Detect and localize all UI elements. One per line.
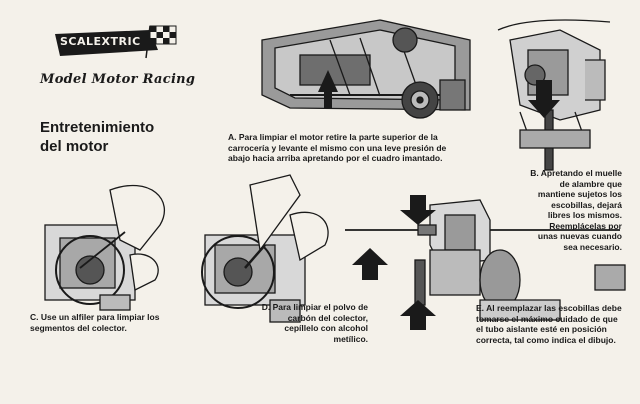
caption-e: E. Al reemplazar las escobillas debe tom… <box>476 303 622 345</box>
illustration-d-brush <box>201 174 329 323</box>
logo-badge <box>55 25 177 59</box>
page-title-line-1: Entretenimiento <box>40 119 155 136</box>
arrow-down-icon <box>528 80 560 118</box>
illustration-b-brushes <box>497 19 611 171</box>
arrow-down-icon <box>400 195 436 225</box>
illustration-a-chassis <box>261 19 471 119</box>
logo-text: SCALEXTRIC <box>60 35 141 48</box>
caption-d: D. Para limpiar el polvo de carbón del c… <box>261 302 368 344</box>
page-title: Entretenimiento del motor <box>40 118 210 156</box>
brand-tagline: Model Motor Racing <box>40 72 196 87</box>
arrow-up-icon <box>318 70 338 108</box>
caption-b: B. Apretando el muelle de alambre que ma… <box>530 168 622 252</box>
checkered-flag-icon <box>145 25 177 59</box>
arrow-up-icon <box>400 300 436 330</box>
caption-a: A. Para limpiar el motor retire la parte… <box>228 132 447 163</box>
caption-c: C. Use un alfiler para limpiar los segme… <box>30 312 160 333</box>
illustration-c-pin <box>44 184 166 311</box>
illustration-e-tube <box>345 199 626 321</box>
page-title-line-2: del motor <box>40 138 109 155</box>
arrow-up-icon <box>352 248 388 280</box>
